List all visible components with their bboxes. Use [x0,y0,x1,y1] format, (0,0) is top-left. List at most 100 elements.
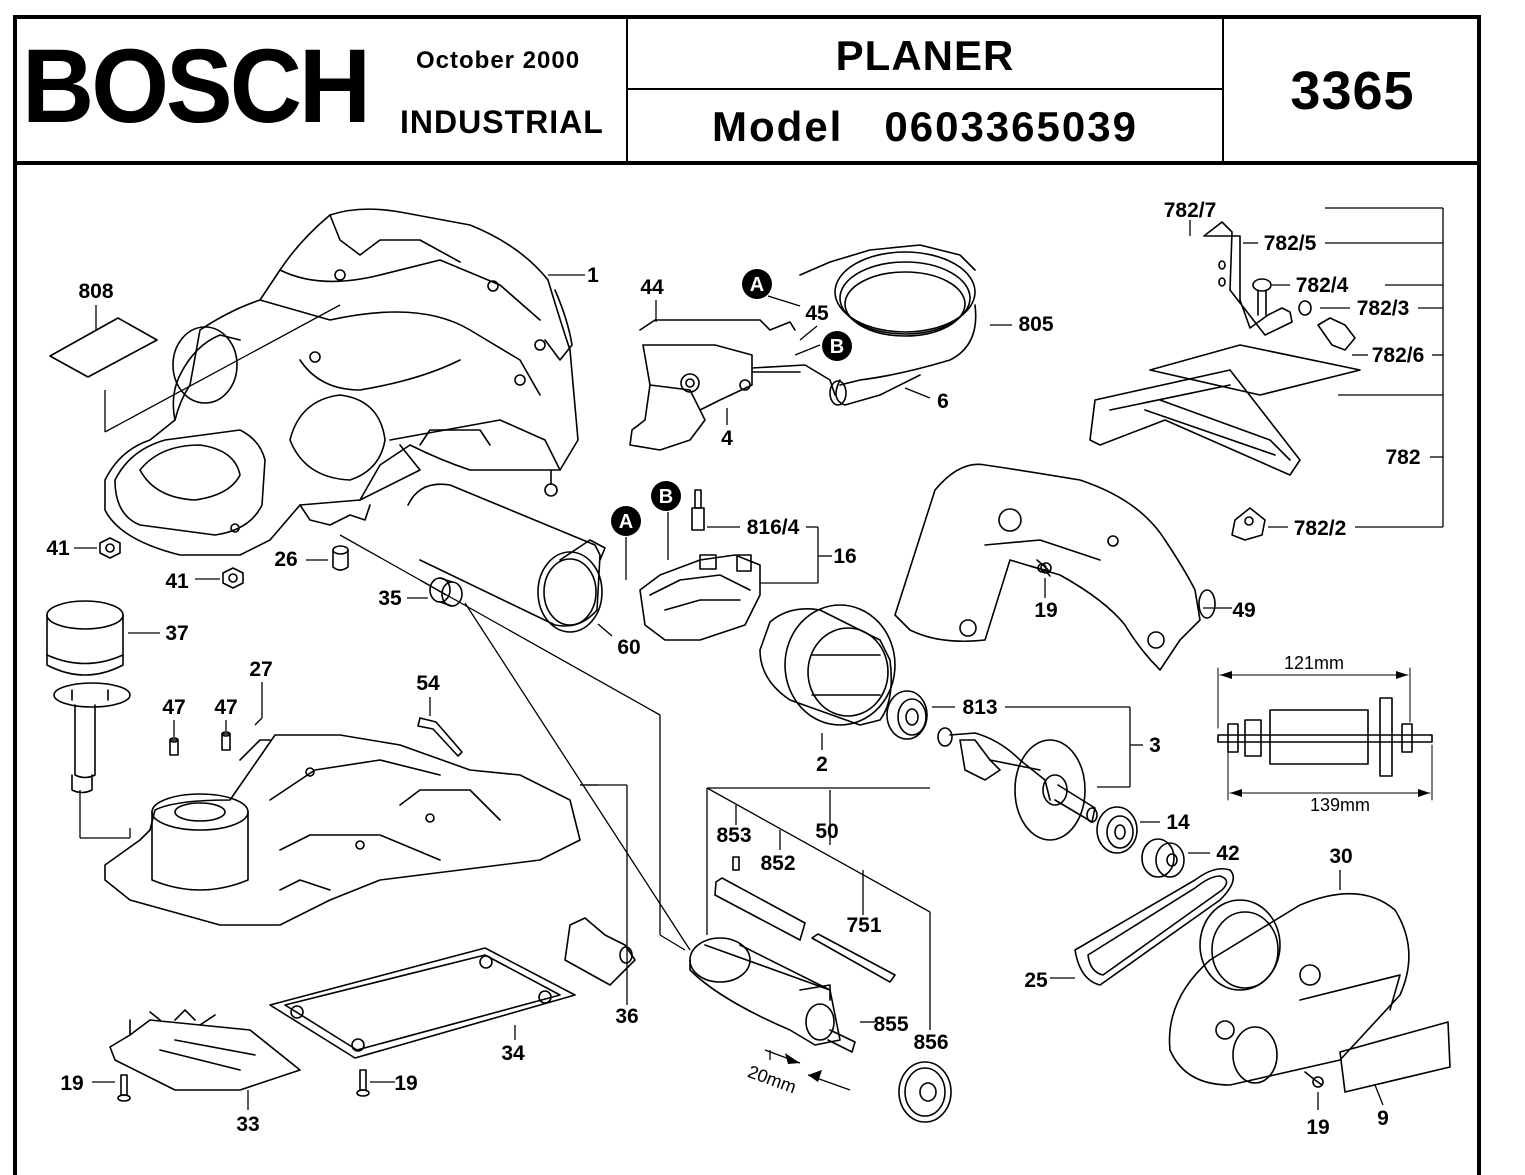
pulley-856 [898,1061,952,1123]
part-label: 2 [816,753,828,776]
part-label: 34 [501,1042,525,1065]
part-label: 45 [805,302,829,325]
part-label: 6 [937,390,949,413]
model-number: 0603365039 [884,103,1138,150]
part-label: 25 [1024,969,1048,992]
part-label: 805 [1018,313,1053,336]
part-label: 35 [378,587,402,610]
part-label: 813 [962,696,997,719]
part-label: 1 [587,264,599,287]
chip-tube-60 [407,483,606,633]
division-label: INDUSTRIAL [400,104,604,140]
belt-cover-30 [1168,892,1410,1086]
part-label: 782/3 [1357,297,1410,320]
part-label: 19 [394,1072,417,1095]
hex-key-54 [417,717,463,757]
model-label: Model [712,103,844,150]
callout-a-top: A [750,274,764,296]
issue-date: October 2000 [416,47,581,74]
part-label: 47 [162,696,185,719]
callout-b-bottom: B [659,486,673,508]
part-label: 9 [1377,1107,1389,1130]
cutter-head-50 [689,856,896,1053]
part-label: 782/2 [1294,517,1347,540]
tool-name: PLANER [835,32,1015,79]
part-label: 47 [214,696,237,719]
part-label: 33 [236,1113,259,1136]
armature-dimension-drawing [1217,667,1433,801]
handle-49 [894,463,1216,671]
part-label: 816/4 [747,516,800,539]
power-cord-drawing [799,244,977,406]
part-label: 855 [873,1013,908,1036]
depth-knob-37 [46,600,131,794]
title-block-divider [626,88,1224,90]
bearing-813 [886,690,928,740]
model-line: Model 0603365039 [628,103,1222,151]
part-label: 808 [78,280,113,303]
part-label: 19 [1034,599,1057,622]
part-label: 36 [615,1005,638,1028]
callout-a-bottom: A [619,511,633,533]
part-label: 49 [1232,599,1255,622]
part-label: 50 [815,820,838,843]
label-plate-808 [49,317,158,378]
bearing-14 [1096,806,1138,854]
dimension-121mm: 121mm [1284,653,1344,673]
part-label: 37 [165,622,188,645]
rear-shoe-33 [109,1009,301,1091]
brush-holder-16 [639,489,761,641]
screws-19 [117,559,1324,1102]
part-label: 4 [721,427,733,450]
dimension-139mm: 139mm [1310,795,1370,815]
part-label: 19 [60,1072,83,1095]
title-block [13,15,1481,165]
part-label: 853 [716,824,751,847]
drive-belt-25 [1074,867,1235,986]
part-label: 782/6 [1372,344,1425,367]
bearing-35 [429,577,451,603]
part-label: 19 [1306,1116,1329,1139]
part-label: 41 [46,537,70,560]
part-label: 30 [1329,845,1352,868]
leader-lines [74,207,1444,1110]
label-9 [1339,1021,1451,1093]
sheet-frame [13,15,1481,1175]
nut-41-a [99,537,121,559]
dimension-20mm: 20mm [745,1061,799,1097]
housing-drawing [104,208,579,556]
part-label: 751 [846,914,881,937]
parallel-guide-782 [1089,221,1361,541]
part-label: 16 [833,545,856,568]
part-label: 14 [1166,811,1190,834]
screws-47 [169,731,231,756]
part-label: 54 [416,672,440,695]
nut-41-b [222,567,244,589]
part-label: 782/7 [1164,199,1217,222]
part-label: 41 [165,570,189,593]
part-label: 782 [1385,446,1420,469]
base-plate-34 [269,947,576,1059]
chip-deflector-36 [564,917,636,986]
part-label: 27 [249,658,272,681]
base-housing-27 [104,734,581,926]
callout-b-top: B [830,336,844,358]
part-label: 60 [617,636,640,659]
part-label: 44 [640,276,664,299]
switch-assembly-drawing [629,319,836,451]
bosch-logo: BOSCH [22,27,371,146]
part-label: 3 [1149,734,1161,757]
pulley-42 [1141,838,1175,878]
part-label: 42 [1216,842,1239,865]
callout-markers [611,269,852,536]
part-label: 852 [760,852,795,875]
part-label: 26 [274,548,297,571]
armature-3 [937,727,1098,841]
dimension-arrows [1220,671,1430,797]
document-number: 3365 [1290,61,1415,121]
part-label: 782/4 [1296,274,1349,297]
part-label: 782/5 [1264,232,1317,255]
part-label: 856 [913,1031,948,1054]
sleeve-26 [332,549,349,571]
